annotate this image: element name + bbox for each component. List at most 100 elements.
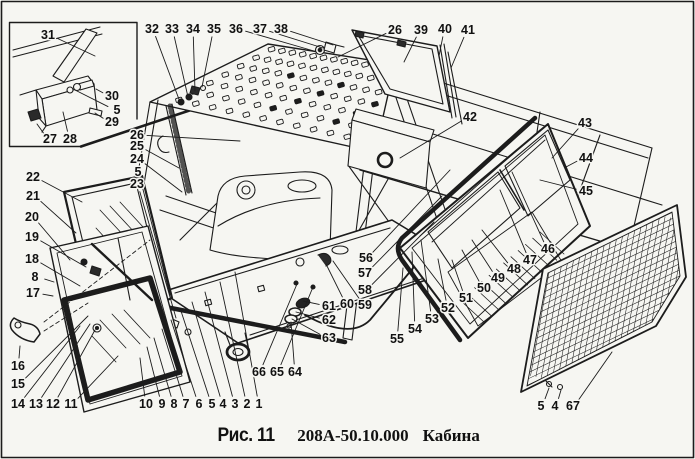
figure-caption: Рис. 11 208А-50.10.000 Кабина — [0, 425, 695, 447]
right-door-panel — [395, 115, 591, 343]
callout-20: 20 — [25, 210, 39, 224]
callout-6: 6 — [196, 397, 203, 411]
callout-57: 57 — [358, 266, 372, 280]
inset-detail-box — [8, 21, 202, 148]
inset-clip — [27, 108, 42, 122]
callout-32: 32 — [145, 22, 159, 36]
callout-27: 27 — [43, 132, 57, 146]
callout-38: 38 — [274, 22, 288, 36]
callout-25: 25 — [130, 139, 144, 153]
callout-4: 4 — [220, 397, 227, 411]
callout-8: 8 — [171, 397, 178, 411]
roof-hinges — [177, 84, 207, 106]
callout-11: 11 — [64, 397, 77, 411]
callout-19: 19 — [25, 230, 39, 244]
callout-60: 60 — [340, 297, 354, 311]
callout-22: 22 — [26, 170, 40, 184]
grille-screw — [556, 383, 564, 391]
callout-18: 18 — [25, 252, 39, 266]
callout-13: 13 — [29, 397, 43, 411]
callout-47: 47 — [523, 253, 537, 267]
part-title: Кабина — [422, 426, 480, 445]
seat-console — [209, 171, 333, 260]
callout-52: 52 — [441, 301, 455, 315]
callout-62: 62 — [322, 313, 336, 327]
inset-peg — [88, 107, 103, 117]
callout-5: 5 — [135, 165, 142, 179]
callout-50: 50 — [477, 281, 491, 295]
callout-64: 64 — [288, 365, 302, 379]
callout-65: 65 — [270, 365, 284, 379]
door-window-left — [427, 171, 521, 269]
door-seal-band — [395, 115, 538, 343]
callout-45: 45 — [579, 184, 593, 198]
callout-43: 43 — [578, 116, 592, 130]
hinge-hook — [157, 135, 170, 154]
callout-15: 15 — [11, 377, 25, 391]
callout-5: 5 — [209, 397, 216, 411]
callout-30: 30 — [105, 89, 119, 103]
callout-66: 66 — [252, 365, 266, 379]
callout-1: 1 — [256, 397, 263, 411]
window-molding — [447, 51, 463, 125]
callout-12: 12 — [46, 397, 60, 411]
callout-35: 35 — [207, 22, 221, 36]
callout-24: 24 — [130, 152, 144, 166]
windshield-channel-strip — [167, 103, 192, 196]
deck-porthole — [376, 151, 394, 169]
callout-5: 5 — [538, 399, 545, 413]
door-sill — [137, 299, 348, 345]
callout-37: 37 — [253, 22, 267, 36]
callout-53: 53 — [425, 312, 439, 326]
figure-number: Рис. 11 — [217, 425, 276, 446]
grille-screw — [545, 380, 553, 388]
door-window-frame — [61, 275, 183, 403]
callout-10: 10 — [139, 397, 153, 411]
callout-41: 41 — [461, 23, 475, 37]
door-window-right — [504, 129, 571, 217]
callout-2: 2 — [244, 397, 251, 411]
roof-perforations — [175, 46, 390, 144]
callout-67: 67 — [566, 399, 580, 413]
callout-48: 48 — [507, 262, 521, 276]
mesh-grille — [520, 204, 687, 393]
callout-42: 42 — [463, 110, 477, 124]
door-handle — [9, 239, 151, 343]
callout-44: 44 — [579, 151, 593, 165]
callout-23: 23 — [130, 177, 144, 191]
rear-window — [351, 29, 463, 125]
callout-61: 61 — [322, 299, 336, 313]
callout-8: 8 — [32, 270, 39, 284]
window-strip — [439, 43, 457, 119]
callout-56: 56 — [359, 251, 373, 265]
callout-49: 49 — [491, 271, 505, 285]
vent-pivot-arm — [90, 242, 154, 302]
callout-54: 54 — [408, 322, 422, 336]
callout-36: 36 — [229, 22, 243, 36]
callout-29: 29 — [105, 115, 119, 129]
callout-39: 39 — [414, 23, 428, 37]
callout-59: 59 — [358, 298, 372, 312]
callout-16: 16 — [11, 359, 25, 373]
callout-17: 17 — [26, 286, 40, 300]
callout-3: 3 — [232, 397, 239, 411]
callout-4: 4 — [552, 399, 559, 413]
callout-14: 14 — [11, 397, 25, 411]
callout-46: 46 — [541, 242, 555, 256]
callout-7: 7 — [183, 397, 190, 411]
left-door — [49, 225, 191, 413]
callout-58: 58 — [358, 283, 372, 297]
part-code: 208А-50.10.000 — [297, 426, 409, 445]
callout-26: 26 — [130, 128, 144, 142]
callout-31: 31 — [41, 28, 55, 42]
callout-21: 21 — [26, 189, 40, 203]
callout-55: 55 — [390, 332, 404, 346]
callout-5: 5 — [114, 103, 121, 117]
caster-foot — [224, 331, 251, 362]
callout-28: 28 — [63, 132, 77, 146]
callout-40: 40 — [438, 22, 452, 36]
